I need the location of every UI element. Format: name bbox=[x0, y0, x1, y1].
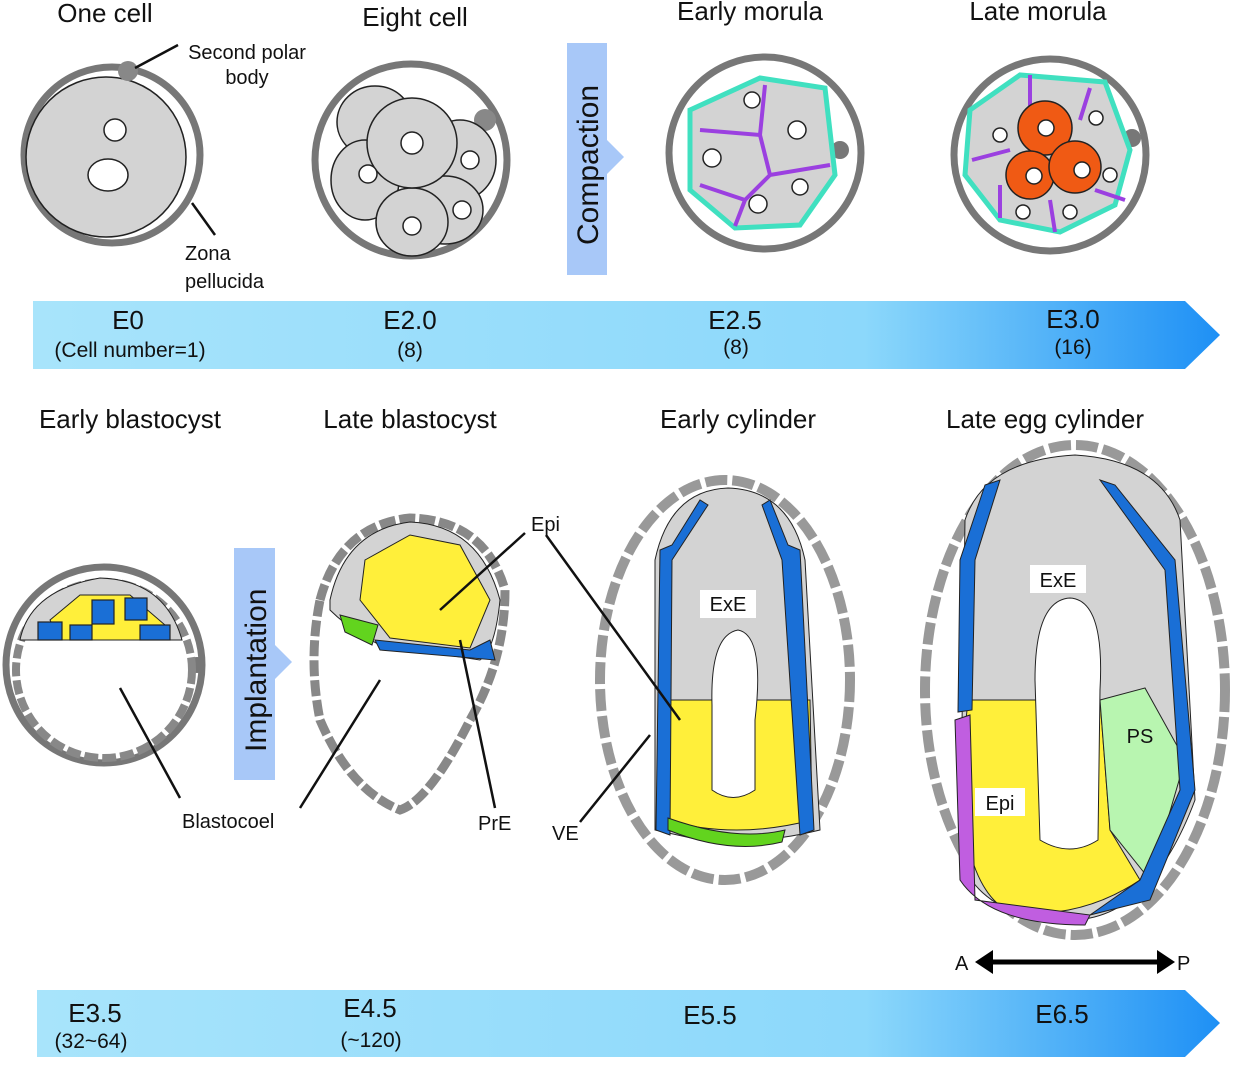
timeline-bottom-labels: E3.5 (32~64) E4.5 (~120) E5.5 E6.5 bbox=[55, 993, 1089, 1053]
label-anterior: A bbox=[955, 953, 969, 975]
early-morula-embryo bbox=[665, 53, 865, 253]
pre-pointer bbox=[458, 639, 497, 809]
epi-pointer-2 bbox=[544, 534, 682, 721]
timepoint-cells: (~120) bbox=[340, 1029, 401, 1052]
label-ve: VE bbox=[552, 823, 579, 845]
late-egg-cylinder-embryo bbox=[920, 440, 1230, 940]
exe-label-bg bbox=[700, 590, 756, 618]
label-pellucida: pellucida bbox=[185, 271, 265, 293]
timepoint-day: E4.5 bbox=[343, 993, 397, 1023]
timepoint-day: E3.5 bbox=[68, 998, 122, 1028]
timepoint-day: E2.5 bbox=[708, 305, 762, 335]
timepoint-day: E5.5 bbox=[683, 1000, 737, 1030]
timeline-arrow-top bbox=[33, 301, 1220, 369]
label-epi-late: Epi bbox=[986, 793, 1015, 815]
label-zona: Zona bbox=[185, 243, 231, 265]
label-pre: PrE bbox=[478, 813, 511, 835]
ve-pointer bbox=[579, 734, 651, 823]
label-exe: ExE bbox=[710, 594, 747, 616]
compaction-arrow: Compaction bbox=[567, 43, 624, 275]
timepoint-day: E3.0 bbox=[1046, 304, 1100, 334]
timepoint-cells: (16) bbox=[1054, 336, 1091, 359]
blastocoel-pointer-1 bbox=[118, 687, 182, 799]
eight-cell-embryo bbox=[311, 60, 511, 260]
late-blastocyst-embryo bbox=[309, 513, 510, 815]
timeline-top-labels: E0 (Cell number=1) E2.0 (8) E2.5 (8) E3.… bbox=[54, 304, 1099, 362]
implantation-arrow: Implantation bbox=[234, 548, 292, 780]
timepoint-day: E6.5 bbox=[1035, 999, 1089, 1029]
stage-title-eight-cell: Eight cell bbox=[362, 2, 468, 32]
label-body: body bbox=[225, 67, 268, 89]
early-cylinder-embryo bbox=[595, 475, 855, 885]
compaction-label: Compaction bbox=[572, 85, 605, 245]
label-posterior: P bbox=[1177, 953, 1190, 975]
label-ps: PS bbox=[1127, 726, 1154, 748]
timeline-arrow-bottom bbox=[37, 990, 1220, 1057]
epi-label-bg bbox=[975, 788, 1025, 816]
epi-pointer-1 bbox=[439, 532, 526, 611]
one-cell-embryo bbox=[20, 43, 217, 247]
stage-title-early-blastocyst: Early blastocyst bbox=[39, 404, 222, 434]
timepoint-cells: (Cell number=1) bbox=[54, 339, 205, 362]
timepoint-cells: (32~64) bbox=[55, 1030, 128, 1053]
timepoint-day: E2.0 bbox=[383, 305, 437, 335]
timepoint-cells: (8) bbox=[397, 339, 423, 362]
stage-title-early-cylinder: Early cylinder bbox=[660, 404, 816, 434]
label-second-polar: Second polar bbox=[188, 42, 306, 64]
early-blastocyst-embryo bbox=[2, 563, 206, 767]
timepoint-cells: (8) bbox=[723, 336, 749, 359]
stage-title-one-cell: One cell bbox=[57, 0, 152, 28]
exe-label-bg bbox=[1030, 565, 1086, 593]
timepoint-day: E0 bbox=[112, 305, 144, 335]
label-epi: Epi bbox=[531, 514, 560, 536]
stage-title-early-morula: Early morula bbox=[677, 0, 823, 26]
label-exe-late: ExE bbox=[1040, 570, 1077, 592]
anterior-posterior-axis: A P bbox=[955, 950, 1190, 975]
label-blastocoel: Blastocoel bbox=[182, 811, 274, 833]
blastocoel-pointer-2 bbox=[298, 679, 382, 809]
stage-title-late-morula: Late morula bbox=[969, 0, 1107, 26]
stage-title-late-egg-cylinder: Late egg cylinder bbox=[946, 404, 1144, 434]
stage-title-late-blastocyst: Late blastocyst bbox=[323, 404, 497, 434]
implantation-label: Implantation bbox=[240, 589, 273, 752]
late-morula-embryo bbox=[950, 55, 1150, 255]
